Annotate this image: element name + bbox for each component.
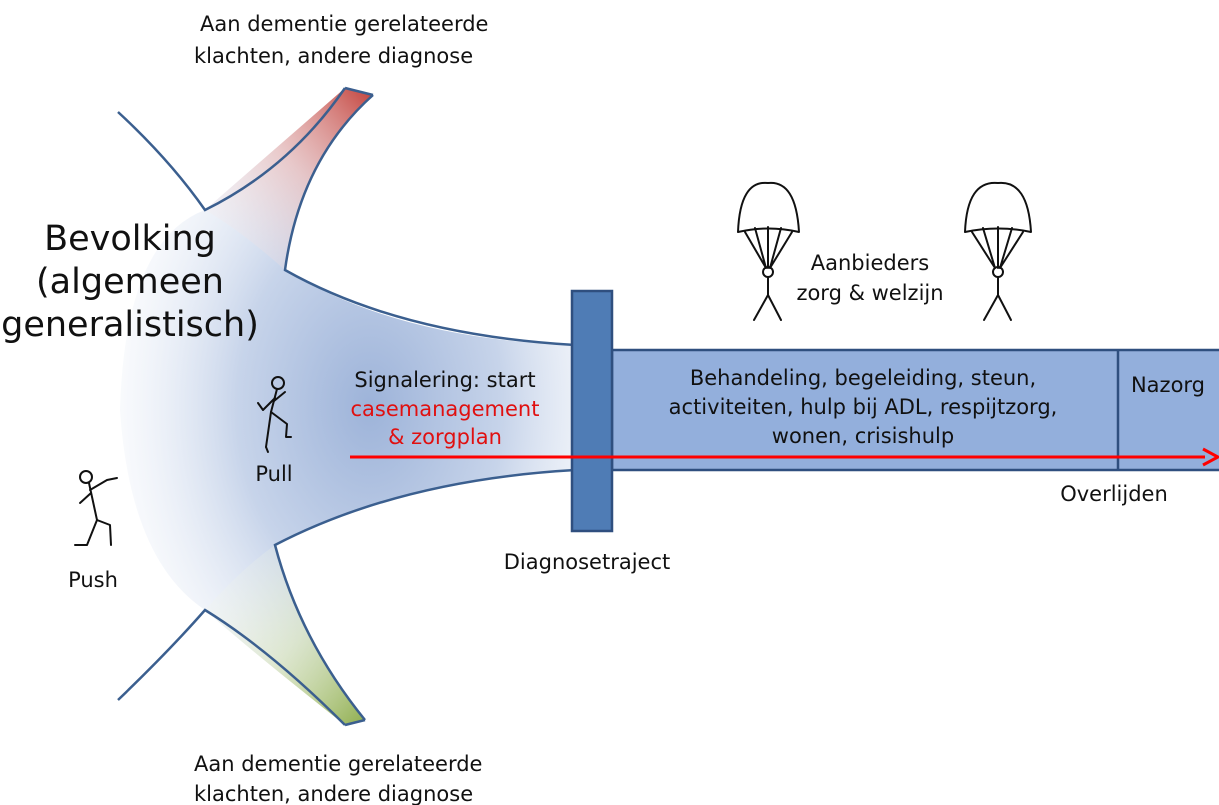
top-branch-cap: [344, 86, 374, 97]
top-complaints-label-line1: Aan dementie gerelateerde: [200, 12, 488, 36]
bottom-branch-cap: [344, 718, 366, 727]
death-label: Overlijden: [1060, 482, 1168, 506]
population-label-line1: Bevolking: [44, 219, 216, 259]
population-label-line3: generalistisch): [1, 305, 259, 345]
stick-figure-pushing-icon: [74, 470, 118, 546]
top-branch-tint: [205, 88, 373, 270]
signaling-label-line3: & zorgplan: [388, 425, 502, 449]
care-label-line3: wonen, crisishulp: [772, 424, 954, 448]
population-label-line2: (algemeen: [36, 262, 224, 302]
funnel-outline-lower-left: [117, 608, 346, 726]
diagnosis-bar: [570, 289, 614, 533]
bottom-complaints-label-line1: Aan dementie gerelateerde: [194, 752, 482, 776]
funnel-outline-upper-left: [117, 87, 347, 212]
parachutist-icon: [737, 181, 800, 321]
care-label-line1: Behandeling, begeleiding, steun,: [690, 366, 1036, 390]
push-label: Push: [68, 568, 118, 592]
funnel-outline-lower-right: [273, 468, 576, 721]
diagnosis-label: Diagnosetraject: [504, 550, 671, 574]
bottom-branch-tint: [205, 545, 365, 725]
stick-figure-walking-icon: [257, 376, 292, 453]
providers-label-line1: Aanbieders: [811, 251, 929, 275]
care-label-line2: activiteiten, hulp bij ADL, respijtzorg,: [669, 395, 1058, 419]
funnel-body: [120, 88, 575, 725]
parachutist-icon: [964, 181, 1032, 321]
signaling-label-line2: casemanagement: [351, 397, 540, 421]
bottom-complaints-label-line2: klachten, andere diagnose: [194, 782, 473, 805]
top-complaints-label-line2: klachten, andere diagnose: [194, 44, 473, 68]
timeline-arrow-head: [1202, 447, 1219, 467]
signaling-label-line1: Signalering: start: [354, 368, 535, 392]
pull-label: Pull: [255, 462, 292, 486]
aftercare-label: Nazorg: [1131, 373, 1205, 397]
funnel-outline-upper-right: [283, 94, 576, 347]
providers-label-line2: zorg & welzijn: [796, 281, 943, 305]
